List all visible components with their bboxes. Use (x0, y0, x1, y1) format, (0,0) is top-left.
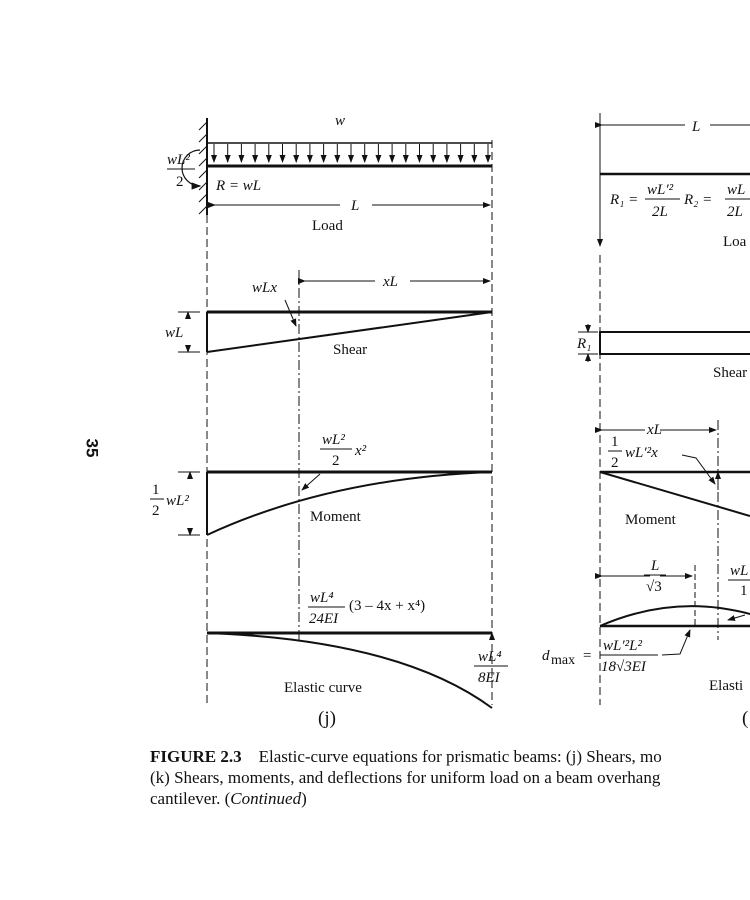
moment-at-x-den: 2 (332, 453, 340, 469)
deflection-den: 24EI (309, 611, 339, 627)
r2-num: wL (727, 182, 745, 198)
k-moment-rest: wL′²x (625, 445, 658, 461)
moment-max-rest: wL² (166, 493, 189, 509)
load-w-label: w (335, 113, 345, 129)
panel-j-labels: w wL² 2 R = wL L Load wLx xL wL Shear wL… (150, 113, 508, 729)
panel-j-id: (j) (318, 708, 336, 729)
moment-label: Moment (310, 509, 362, 525)
k-span-label: L (691, 119, 700, 135)
caption-continued: Continued (230, 789, 302, 808)
panel-k-labels: L R₁ = wL′² 2L R₂ = wL 2L Loa R₁ Shear x… (542, 119, 750, 729)
k-defl-den: 1 (740, 583, 748, 599)
moment-at-x-var: x² (354, 443, 367, 459)
fixed-moment-num: wL² (167, 152, 190, 168)
k-shear-label: Shear (713, 365, 747, 381)
fixed-moment-den: 2 (176, 174, 184, 190)
dmax-den: 18√3EI (601, 659, 647, 675)
shear-max-label: wL (165, 325, 183, 341)
xl-label: xL (382, 274, 398, 290)
r2-den: 2L (727, 204, 743, 220)
shear-at-x-label: wLx (252, 280, 277, 296)
k-moment-half-den: 2 (611, 455, 619, 471)
deflection-num: wL⁴ (310, 590, 334, 606)
r1-den: 2L (652, 204, 668, 220)
elastic-curve-label: Elastic curve (284, 680, 362, 696)
span-label: L (350, 198, 359, 214)
k-moment-label: Moment (625, 512, 677, 528)
dmax-lhs: d (542, 648, 550, 664)
deflection-max-num: wL⁴ (478, 649, 502, 665)
panel-k-id: ( (742, 708, 748, 729)
dmax-num: wL′²L² (603, 638, 642, 654)
r1-shear-label: R₁ (576, 336, 591, 352)
deflection-poly: (3 – 4x + x⁴) (349, 598, 425, 614)
caption-label: FIGURE 2.3 (150, 747, 242, 766)
r1-lhs: R₁ = (609, 192, 638, 208)
dmax-pos-num: L (650, 558, 659, 574)
caption-line1: Elastic-curve equations for prismatic be… (258, 747, 662, 766)
shear-label: Shear (333, 342, 367, 358)
caption-line3c: ) (301, 789, 307, 808)
panel-j (178, 118, 495, 709)
figure-caption: FIGURE 2.3 Elastic-curve equations for p… (150, 746, 750, 809)
panel-k (578, 113, 750, 705)
dmax-pos-den: √3 (646, 579, 662, 595)
moment-max-half-den: 2 (152, 503, 160, 519)
caption-line2: (k) Shears, moments, and deflections for… (150, 768, 661, 787)
k-load-label: Loa (723, 234, 747, 250)
r2-lhs: R₂ = (683, 192, 712, 208)
k-defl-num: wL (730, 563, 748, 579)
r1-num: wL′² (647, 182, 674, 198)
moment-max-half-num: 1 (152, 482, 160, 498)
dmax-eq: = (583, 648, 591, 664)
caption-line3a: cantilever. ( (150, 789, 231, 808)
k-moment-half-num: 1 (611, 434, 619, 450)
moment-at-x-num: wL² (322, 432, 345, 448)
deflection-max-den: 8EI (478, 670, 501, 686)
k-elastic-label: Elasti (709, 678, 743, 694)
load-label: Load (312, 218, 343, 234)
k-xl-label: xL (646, 422, 662, 438)
reaction-label: R = wL (215, 178, 261, 194)
dmax-sub: max (551, 653, 575, 668)
